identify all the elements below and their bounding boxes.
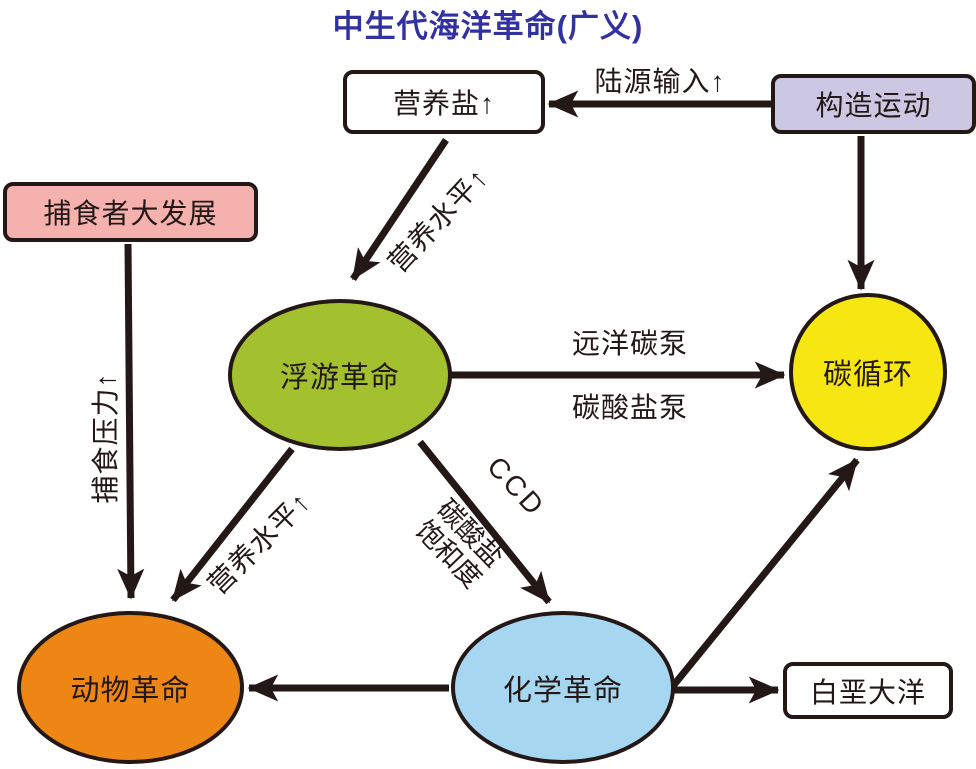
node-animal-revolution: 动物革命 bbox=[17, 611, 244, 764]
node-animal-revolution-label: 动物革命 bbox=[70, 674, 191, 707]
edge-label-pelagic-carbon-pump: 远洋碳泵 bbox=[571, 328, 689, 359]
node-plankton-revolution-label: 浮游革命 bbox=[279, 362, 400, 394]
edge-label-carbonate-pump: 碳酸盐泵 bbox=[571, 392, 689, 423]
node-chemical-revolution-label: 化学革命 bbox=[502, 674, 623, 707]
node-nutrient-salts: 营养盐↑ bbox=[343, 70, 545, 134]
node-chemical-revolution: 化学革命 bbox=[451, 611, 675, 764]
node-cretaceous-ocean-label: 白垩大洋 bbox=[809, 676, 926, 708]
node-cretaceous-ocean: 白垩大洋 bbox=[783, 662, 953, 719]
node-predator-expansion: 捕食者大发展 bbox=[3, 182, 258, 242]
edge-label-terrestrial-input: 陆源输入↑ bbox=[594, 66, 726, 97]
node-plankton-revolution: 浮游革命 bbox=[228, 299, 452, 451]
diagram-title: 中生代海洋革命(广义) bbox=[332, 9, 644, 44]
node-tectonic-movement-label: 构造运动 bbox=[815, 90, 932, 121]
arrow-plankton-to-chemical bbox=[417, 439, 552, 605]
node-nutrient-salts-label: 营养盐↑ bbox=[392, 88, 495, 119]
node-carbon-cycle-label: 碳循环 bbox=[822, 359, 913, 391]
arrow-predator-to-animal bbox=[117, 243, 145, 600]
node-carbon-cycle: 碳循环 bbox=[789, 293, 947, 451]
arrow-chemical-to-carbon bbox=[670, 457, 860, 689]
edge-label-predation-pressure: 捕食压力↑ bbox=[90, 372, 121, 504]
arrow-nutrient-to-plankton bbox=[350, 138, 449, 281]
node-tectonic-movement: 构造运动 bbox=[771, 74, 976, 134]
arrow-plankton-to-animal bbox=[170, 446, 295, 603]
node-predator-expansion-label: 捕食者大发展 bbox=[43, 198, 218, 229]
